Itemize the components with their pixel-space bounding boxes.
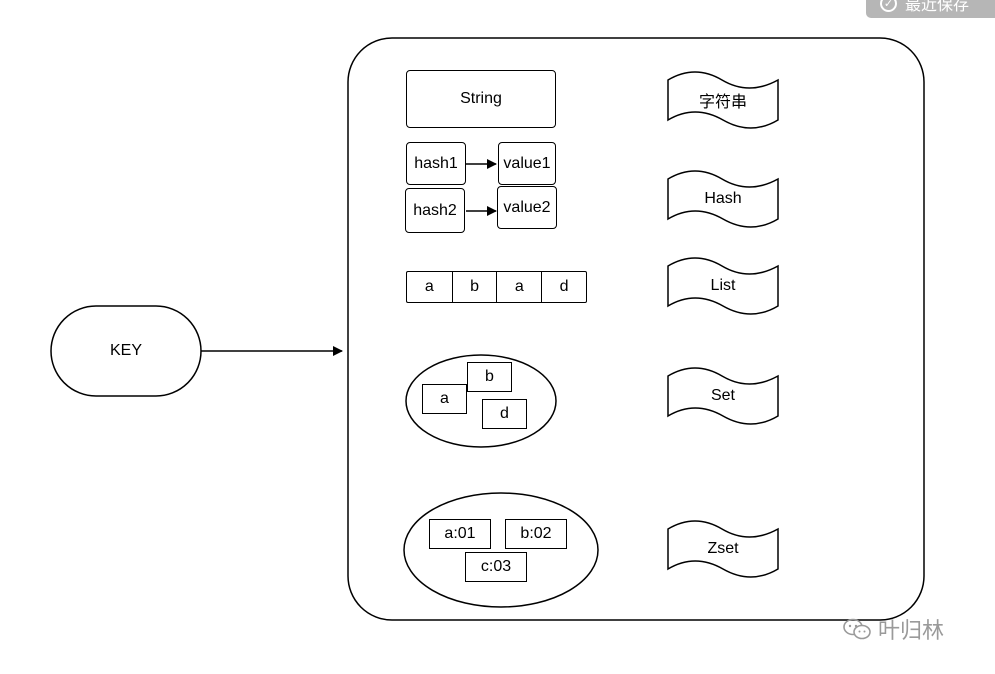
hash-field-1: hash1 — [406, 142, 466, 185]
type-tag-label: Set — [710, 387, 735, 404]
tag-shape-list — [667, 257, 779, 315]
type-tag-label: List — [710, 277, 736, 294]
tag-shape-zset — [667, 520, 779, 578]
set-member: a — [422, 384, 467, 414]
type-tag-hash: Hash — [668, 177, 778, 221]
hash-value-1: value1 — [498, 142, 556, 185]
tag-shape-hash — [667, 170, 779, 228]
zset-member: a:01 — [429, 519, 491, 549]
set-member: b — [467, 362, 512, 392]
list-cell: a — [406, 271, 452, 303]
save-badge-label: 最近保存 — [905, 0, 970, 14]
watermark-text: 叶归林 — [878, 619, 945, 644]
check-circle-icon: ✓ — [880, 0, 897, 12]
types-container — [347, 37, 925, 621]
wechat-icon — [843, 618, 871, 640]
tag-shape-set — [667, 367, 779, 425]
tag-shape-string — [667, 71, 779, 129]
type-tag-label: Hash — [704, 190, 742, 207]
list-cell: b — [451, 271, 497, 303]
watermark: 叶归林 — [842, 612, 944, 646]
list-cell: a — [496, 271, 542, 303]
zset-member: b:02 — [505, 519, 567, 549]
zset-ellipse — [403, 492, 599, 608]
type-tag-string: 字符串 — [668, 78, 778, 122]
type-tag-label: 字符串 — [698, 92, 747, 111]
type-tag-set: Set — [668, 374, 778, 418]
type-tag-label: Zset — [707, 540, 739, 557]
list-row: a b a d — [406, 271, 587, 303]
hash-field-2: hash2 — [405, 188, 465, 233]
set-member: d — [482, 399, 527, 429]
type-tag-zset: Zset — [668, 527, 778, 571]
zset-member: c:03 — [465, 552, 527, 582]
type-tag-list: List — [668, 264, 778, 308]
key-label: KEY — [109, 342, 142, 359]
list-cell: d — [541, 271, 587, 303]
string-box: String — [406, 70, 556, 128]
hash-value-2: value2 — [497, 186, 557, 229]
recently-saved-badge[interactable]: ✓ 最近保存 — [866, 0, 995, 18]
